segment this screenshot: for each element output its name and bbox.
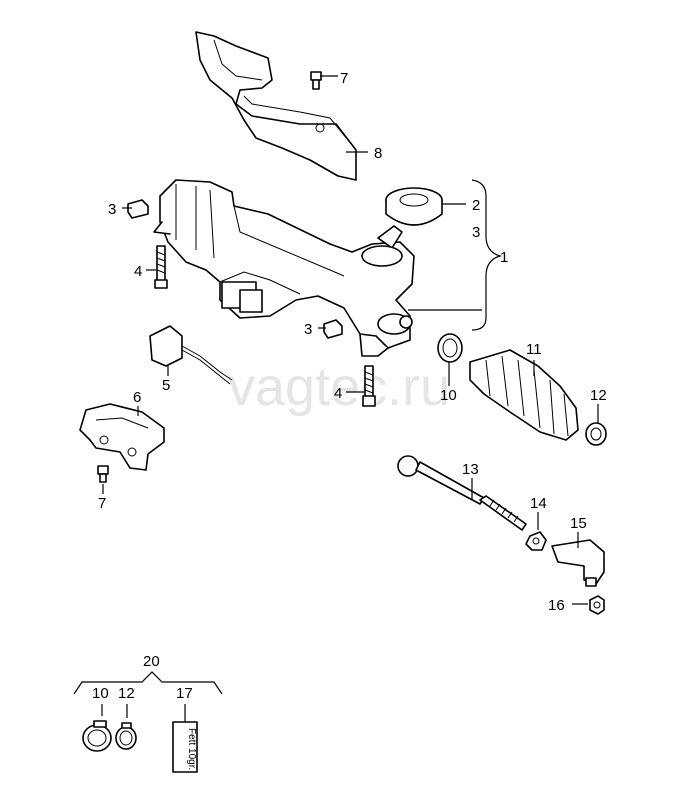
callout-11: 11 xyxy=(526,341,542,358)
callout-3-lower: 3 xyxy=(304,321,312,338)
callout-14: 14 xyxy=(530,495,547,512)
grease-packet-part-17 xyxy=(172,721,198,773)
callout-20-17: 17 xyxy=(176,685,193,702)
leader-lines xyxy=(102,75,599,605)
callout-3-right: 3 xyxy=(472,224,480,241)
callout-20: 20 xyxy=(143,653,160,670)
nut-part-16 xyxy=(589,595,605,615)
kit-group-20: 20 10 12 17 Fett 10gr. xyxy=(73,653,223,773)
callout-7-lower: 7 xyxy=(98,495,106,512)
callout-8: 8 xyxy=(374,145,382,162)
bolt-part-4-right xyxy=(362,365,376,407)
grease-packet-label: Fett 10gr. xyxy=(186,728,197,770)
callout-7-top: 7 xyxy=(340,70,348,87)
callouts: 7 8 2 3 1 3 4 3 5 4 6 7 10 11 12 13 14 1… xyxy=(98,70,607,614)
clamp-part-10 xyxy=(437,333,463,363)
callout-15: 15 xyxy=(570,515,587,532)
callout-12: 12 xyxy=(590,387,607,404)
callout-20-10: 10 xyxy=(92,685,109,702)
watermark: vagtec.ru xyxy=(228,357,450,417)
callout-1: 1 xyxy=(500,249,508,266)
bolt-part-7-lower xyxy=(97,465,109,483)
mount-bushing-part-2 xyxy=(385,187,443,226)
bolt-part-3-upper xyxy=(127,199,149,219)
boot-part-11 xyxy=(469,349,579,441)
steering-rack-part-1 xyxy=(153,179,415,357)
callout-10: 10 xyxy=(440,387,457,404)
callout-3-left: 3 xyxy=(108,201,116,218)
heat-shield-part-8 xyxy=(195,31,357,181)
callout-13: 13 xyxy=(462,461,479,478)
callout-20-12: 12 xyxy=(118,685,135,702)
callout-16: 16 xyxy=(548,597,565,614)
tie-rod-end-part-15 xyxy=(551,539,605,587)
callout-6: 6 xyxy=(133,389,141,406)
bolt-part-7-top xyxy=(310,71,322,90)
tie-rod-part-13 xyxy=(397,455,527,531)
nut-part-14 xyxy=(525,531,547,551)
clamp-part-12 xyxy=(585,422,607,446)
callout-5: 5 xyxy=(162,377,170,394)
bolt-part-4-left xyxy=(154,245,168,289)
bolt-part-3-lower xyxy=(323,319,343,339)
callout-4-left: 4 xyxy=(134,263,142,280)
callout-2: 2 xyxy=(472,197,480,214)
sensor-connector-part-5 xyxy=(149,325,233,385)
callout-4-right: 4 xyxy=(334,385,342,402)
cover-part-6 xyxy=(79,403,165,471)
